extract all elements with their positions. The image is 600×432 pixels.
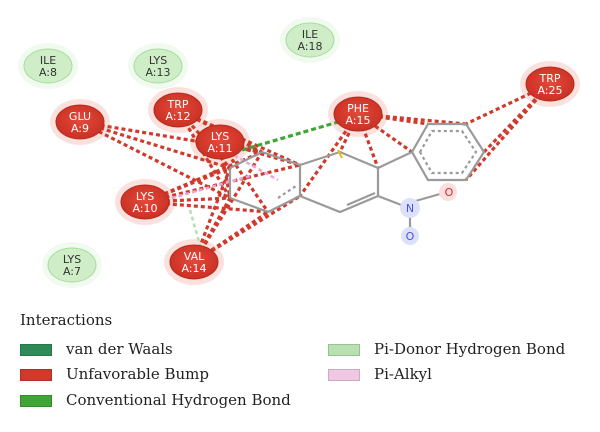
residue-disc bbox=[133, 48, 183, 84]
oxygen-label-top: O bbox=[445, 186, 454, 199]
residue-chain-id: A:12 bbox=[165, 110, 190, 123]
residue-chain-id: A:13 bbox=[145, 66, 170, 79]
residue-disc bbox=[55, 104, 105, 140]
pi-alkyl-line bbox=[164, 174, 251, 202]
nitrogen-label: N bbox=[406, 202, 414, 215]
bond bbox=[261, 150, 301, 167]
residue-chain-id: A:9 bbox=[71, 122, 89, 135]
bond bbox=[377, 151, 413, 169]
aromatic-bond bbox=[277, 185, 297, 199]
unfavorable-bump-line bbox=[79, 120, 231, 170]
hydrogen-bond-line bbox=[241, 118, 346, 152]
residue-chain-id: A:10 bbox=[132, 202, 157, 215]
bond bbox=[377, 194, 405, 208]
residue-name: ILE bbox=[40, 54, 56, 67]
nitrogen-halo bbox=[400, 198, 420, 218]
oxygen-halo bbox=[439, 183, 457, 201]
residue-chain-id: A:11 bbox=[207, 142, 232, 155]
residue-disc bbox=[47, 247, 97, 283]
ligand-bonds bbox=[228, 122, 486, 232]
residue-disc bbox=[195, 124, 245, 160]
pi-donor-line bbox=[188, 209, 202, 246]
unfavorable-bump-line bbox=[79, 120, 231, 200]
legend-label: van der Waals bbox=[66, 340, 173, 358]
central-ring bbox=[298, 150, 380, 214]
legend-swatch-hbond bbox=[20, 395, 52, 407]
residue-disc bbox=[525, 66, 575, 102]
residue-chain-id: A:25 bbox=[537, 84, 562, 97]
residue-chain-id: A:18 bbox=[297, 40, 322, 53]
legend-swatch-pialkyl bbox=[328, 369, 360, 381]
phenyl-aromatic bbox=[418, 129, 478, 175]
residue-disc bbox=[120, 184, 170, 220]
residue-name: VAL bbox=[184, 250, 205, 263]
oxygen-halo bbox=[401, 227, 419, 245]
residue-name: TRP bbox=[167, 98, 189, 111]
residue-chain-id: A:8 bbox=[39, 66, 57, 79]
residue-disc bbox=[285, 22, 335, 58]
unfavorable-bump-line bbox=[79, 120, 263, 154]
legend-label: Conventional Hydrogen Bond bbox=[66, 391, 291, 409]
legend-swatch-pidonor bbox=[328, 344, 360, 356]
legend-label: Pi-Donor Hydrogen Bond bbox=[374, 340, 566, 358]
unfavorable-bump-line bbox=[464, 82, 552, 182]
unfavorable-bump-line bbox=[357, 112, 429, 126]
residue-chain-id: A:15 bbox=[345, 114, 370, 127]
residue-name: ILE bbox=[302, 28, 318, 41]
residue-disc bbox=[153, 92, 203, 128]
legend-swatch-bump bbox=[20, 369, 52, 381]
residue-chain-id: A:7 bbox=[63, 265, 81, 278]
residue-name: PHE bbox=[347, 102, 369, 115]
ligand-structure: N O O bbox=[228, 122, 486, 245]
sulfur-bond bbox=[337, 149, 343, 159]
legend-label: Pi-Alkyl bbox=[374, 365, 432, 383]
oxygen-label-bottom: O bbox=[406, 230, 415, 243]
residue-disc bbox=[333, 96, 383, 132]
residue-layer: ILEA:8LYSA:13ILEA:18GLUA:9TRPA:12LYSA:11… bbox=[23, 22, 575, 283]
legend-title: Interactions bbox=[20, 311, 113, 329]
bond bbox=[229, 151, 263, 169]
bond bbox=[267, 195, 301, 213]
residue-name: LYS bbox=[63, 253, 81, 266]
residue-name: LYS bbox=[149, 54, 167, 67]
phenyl-ring bbox=[410, 122, 486, 182]
residue-disc bbox=[169, 244, 219, 280]
unfavorable-bump-line bbox=[192, 151, 264, 263]
double-bond bbox=[346, 191, 376, 207]
legend-label: Unfavorable Bump bbox=[66, 365, 209, 383]
legend-swatch-vdw bbox=[20, 344, 52, 356]
bond bbox=[229, 196, 269, 214]
residue-halo-layer bbox=[18, 17, 580, 288]
residue-disc bbox=[23, 48, 73, 84]
residue-chain-id: A:14 bbox=[181, 262, 206, 275]
residue-name: LYS bbox=[211, 130, 229, 143]
residue-name: GLU bbox=[69, 110, 91, 123]
residue-name: LYS bbox=[136, 190, 154, 203]
residue-name: TRP bbox=[539, 72, 561, 85]
pi-alkyl-line bbox=[227, 150, 279, 182]
